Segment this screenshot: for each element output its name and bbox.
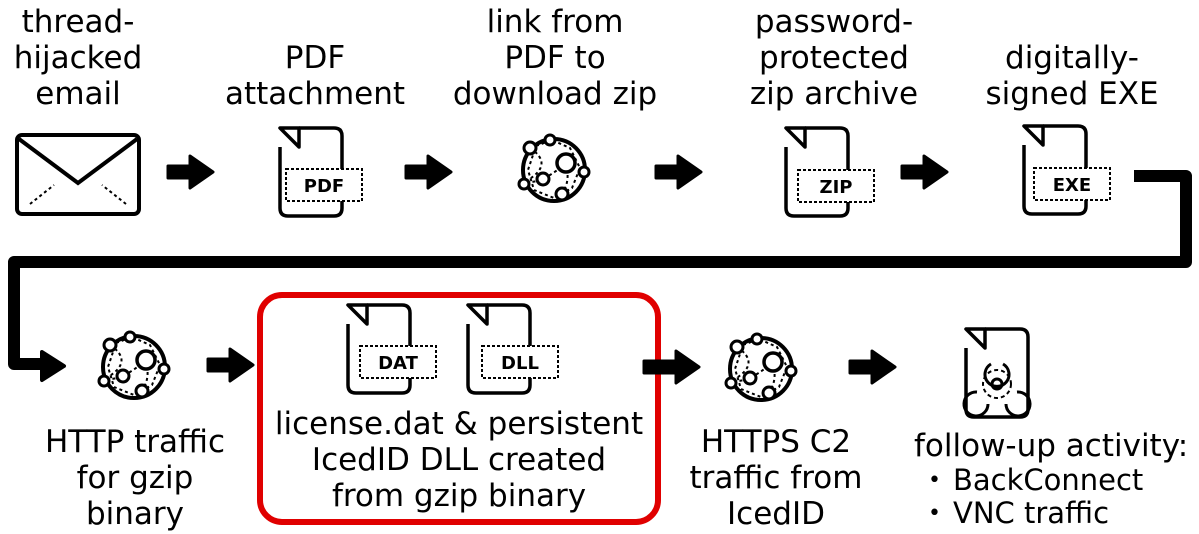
arrow-c2-to-followup [848, 349, 897, 385]
follow-up-item: BackConnect [914, 464, 1196, 497]
label-digitally-signed-exe: digitally- signed EXE [972, 40, 1172, 112]
arrow-email-to-pdf [166, 154, 215, 190]
label-password-protected-zip: password- protected zip archive [734, 4, 934, 112]
label-license-dat-dll: license.dat & persistent IcedID DLL crea… [264, 406, 654, 514]
label-link-from-pdf: link from PDF to download zip [450, 4, 660, 112]
label-line: email [35, 76, 121, 112]
label-line: hijacked [13, 40, 143, 76]
zip-file-icon: ZIP [784, 126, 875, 218]
label-line: from gzip binary [331, 478, 587, 514]
follow-up-header: follow-up activity: [914, 428, 1189, 464]
dat-file-tag: DAT [378, 353, 418, 374]
connector-exe-to-http [8, 170, 1192, 370]
label-line: IcedID DLL created [311, 442, 607, 478]
label-line: HTTPS C2 [700, 424, 852, 460]
biohazard-file-icon [962, 327, 1032, 419]
label-pdf-attachment: PDF attachment [210, 40, 420, 112]
label-line: password- [754, 4, 914, 40]
arrow-dll-to-c2 [642, 349, 701, 385]
pdf-file-icon: PDF [278, 126, 363, 218]
label-line: link from [486, 4, 624, 40]
label-line: PDF to [504, 40, 606, 76]
label-line: protected [759, 40, 909, 76]
label-line: license.dat & persistent [274, 406, 644, 442]
label-thread-hijacked-email: thread- hijacked email [8, 4, 148, 112]
arrow-link-to-zip [654, 154, 703, 190]
label-line: signed EXE [985, 76, 1159, 112]
label-line: binary [85, 496, 185, 532]
exe-file-icon: EXE [1022, 124, 1111, 216]
arrow-zip-to-exe [900, 154, 949, 190]
dll-file-tag: DLL [501, 353, 539, 374]
label-line: PDF [284, 40, 346, 76]
highlight-box [257, 292, 661, 525]
arrow-http-to-dll [206, 347, 255, 383]
label-follow-up-activity: follow-up activity: BackConnect VNC traf… [914, 428, 1196, 530]
label-line: download zip [452, 76, 658, 112]
dat-file-icon: DAT [346, 303, 437, 395]
arrow-pdf-to-link [404, 154, 453, 190]
label-line: HTTP traffic [44, 424, 226, 460]
envelope-icon [15, 133, 141, 216]
label-line: zip archive [749, 76, 919, 112]
connector-arrowhead [40, 350, 66, 382]
label-line: for gzip [76, 460, 194, 496]
zip-file-tag: ZIP [820, 177, 853, 198]
label-line: thread- [21, 4, 135, 40]
label-http-traffic: HTTP traffic for gzip binary [30, 424, 240, 532]
label-https-c2: HTTPS C2 traffic from IcedID [676, 424, 876, 532]
exe-file-tag: EXE [1053, 175, 1091, 196]
dll-file-icon: DLL [466, 303, 559, 395]
label-line: IcedID [727, 496, 825, 532]
label-line: attachment [224, 76, 406, 112]
pdf-file-tag: PDF [304, 176, 344, 197]
label-line: digitally- [1005, 40, 1139, 76]
follow-up-item: VNC traffic [914, 497, 1196, 530]
network-icon-http [97, 330, 171, 400]
label-line: traffic from [689, 460, 863, 496]
network-icon-c2 [724, 332, 798, 402]
network-icon-link [517, 133, 591, 203]
